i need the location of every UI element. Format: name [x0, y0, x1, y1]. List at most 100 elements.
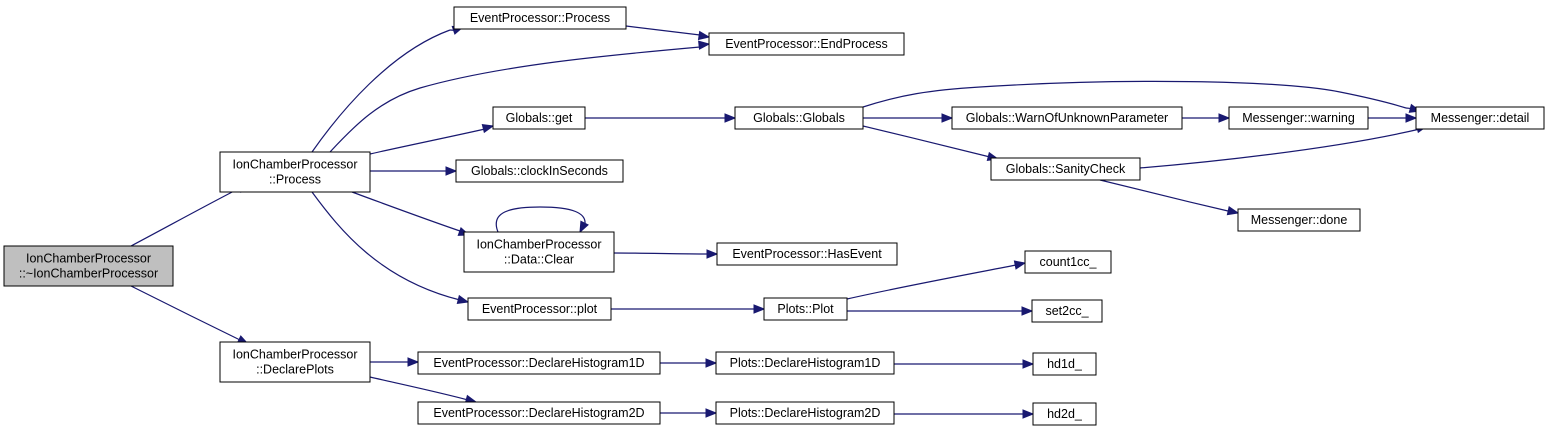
- arrowhead-icon: [941, 113, 954, 123]
- node-box[interactable]: [715, 351, 895, 375]
- node-label: EventProcessor::DeclareHistogram2D: [433, 406, 644, 420]
- edge-globals_get-to-globals_globals: [585, 113, 737, 123]
- edge-line: [130, 188, 239, 247]
- node-plots-dh2d[interactable]: Plots::DeclareHistogram2D: [715, 401, 895, 425]
- edge-process-to-ep_endprocess: [329, 40, 711, 153]
- node-box[interactable]: [455, 159, 624, 183]
- edge-ep_process-to-ep_endprocess: [625, 25, 711, 41]
- edge-ep_dh2d-to-plots_dh2d: [659, 408, 718, 418]
- edge-line: [1099, 179, 1229, 212]
- node-box[interactable]: [1237, 208, 1361, 232]
- node-label: Plots::Plot: [777, 302, 834, 316]
- node-box[interactable]: [1031, 299, 1103, 323]
- node-count1cc[interactable]: count1cc_: [1024, 250, 1112, 274]
- node-box[interactable]: [492, 106, 586, 130]
- node-globals-get[interactable]: Globals::get: [492, 106, 586, 130]
- arrowhead-icon: [1022, 409, 1035, 419]
- node-box[interactable]: [417, 401, 661, 425]
- node-box[interactable]: [453, 6, 627, 30]
- edge-line: [130, 285, 239, 340]
- node-globals-globals[interactable]: Globals::Globals: [734, 106, 864, 130]
- edge-line: [625, 25, 701, 36]
- node-hd1d[interactable]: hd1d_: [1032, 352, 1097, 376]
- node-globals-clock[interactable]: Globals::clockInSeconds: [455, 159, 624, 183]
- node-box[interactable]: [219, 151, 371, 193]
- node-label: IonChamberProcessor: [232, 158, 357, 172]
- node-hd2d[interactable]: hd2d_: [1032, 402, 1097, 426]
- node-box[interactable]: [708, 32, 905, 56]
- edge-plots_plot-to-count1cc: [846, 260, 1027, 300]
- node-label: set2cc_: [1045, 304, 1089, 318]
- edge-data_clear-to-ep_hasevent: [613, 249, 719, 259]
- node-data-clear[interactable]: IonChamberProcessor::Data::Clear: [463, 231, 615, 273]
- node-ep-hasevent[interactable]: EventProcessor::HasEvent: [716, 242, 898, 266]
- edge-messenger_warning-to-messenger_detail: [1368, 113, 1418, 123]
- edge-line: [862, 80, 1407, 109]
- node-ep-plot[interactable]: EventProcessor::plot: [467, 297, 612, 321]
- arrowhead-icon: [1021, 306, 1034, 316]
- node-messenger-detail[interactable]: Messenger::detail: [1415, 106, 1545, 130]
- node-label: EventProcessor::DeclareHistogram1D: [433, 356, 644, 370]
- node-box[interactable]: [1032, 352, 1097, 376]
- edge-globals_globals-to-globals_warn: [863, 113, 954, 123]
- node-box[interactable]: [716, 242, 898, 266]
- edge-declareplots-to-ep_dh1d: [369, 357, 420, 367]
- node-label: Messenger::done: [1251, 213, 1348, 227]
- arrowhead-icon: [753, 304, 766, 314]
- node-ep-endprocess[interactable]: EventProcessor::EndProcess: [708, 32, 905, 56]
- node-box[interactable]: [990, 157, 1141, 181]
- node-box[interactable]: [1228, 106, 1369, 130]
- arrowhead-icon: [1022, 359, 1035, 369]
- node-box[interactable]: [3, 245, 174, 287]
- node-box[interactable]: [715, 401, 895, 425]
- node-label: Plots::DeclareHistogram2D: [730, 406, 881, 420]
- node-label: EventProcessor::plot: [482, 302, 598, 316]
- edge-line-end: [483, 127, 486, 130]
- node-messenger-done[interactable]: Messenger::done: [1237, 208, 1361, 232]
- node-label: Globals::WarnOfUnknownParameter: [966, 111, 1168, 125]
- edge-plots_plot-to-set2cc: [847, 306, 1034, 316]
- node-plots-dh1d[interactable]: Plots::DeclareHistogram1D: [715, 351, 895, 375]
- node-ep-dh2d[interactable]: EventProcessor::DeclareHistogram2D: [417, 401, 661, 425]
- arrowhead-icon: [1405, 113, 1418, 123]
- edge-process-to-globals_get: [369, 123, 495, 155]
- node-root[interactable]: IonChamberProcessor::~IonChamberProcesso…: [3, 245, 174, 287]
- edge-line: [311, 29, 451, 153]
- node-declareplots[interactable]: IonChamberProcessor::DeclarePlots: [219, 341, 371, 383]
- node-label: Globals::clockInSeconds: [471, 164, 608, 178]
- edge-line: [495, 206, 586, 233]
- node-label: count1cc_: [1040, 255, 1098, 269]
- node-process[interactable]: IonChamberProcessor::Process: [219, 151, 371, 193]
- edges-layer: [130, 25, 1429, 419]
- node-box[interactable]: [219, 341, 371, 383]
- node-globals-warn[interactable]: Globals::WarnOfUnknownParameter: [951, 106, 1183, 130]
- node-ep-dh1d[interactable]: EventProcessor::DeclareHistogram1D: [417, 351, 661, 375]
- node-box[interactable]: [951, 106, 1183, 130]
- node-box[interactable]: [467, 297, 612, 321]
- node-box[interactable]: [417, 351, 661, 375]
- node-label: hd2d_: [1047, 407, 1083, 421]
- node-box[interactable]: [1024, 250, 1112, 274]
- edge-line-end: [466, 398, 469, 401]
- node-box[interactable]: [463, 231, 615, 273]
- node-box[interactable]: [1032, 402, 1097, 426]
- arrowhead-icon: [705, 358, 718, 368]
- node-plots-plot[interactable]: Plots::Plot: [763, 297, 848, 321]
- edge-line: [311, 191, 461, 301]
- node-set2cc[interactable]: set2cc_: [1031, 299, 1103, 323]
- edge-line: [351, 191, 461, 232]
- node-ep-process[interactable]: EventProcessor::Process: [453, 6, 627, 30]
- edge-globals_sanity-to-messenger_done: [1099, 179, 1240, 216]
- node-box[interactable]: [734, 106, 864, 130]
- edge-root-to-process: [130, 183, 250, 247]
- edge-process-to-data_clear: [351, 191, 471, 236]
- node-box[interactable]: [763, 297, 848, 321]
- edge-globals_globals-to-globals_sanity: [862, 125, 1000, 162]
- node-label: Globals::get: [506, 111, 573, 125]
- edge-root-to-declareplots: [130, 285, 250, 345]
- node-label: Messenger::detail: [1431, 111, 1530, 125]
- node-globals-sanity[interactable]: Globals::SanityCheck: [990, 157, 1141, 181]
- node-box[interactable]: [1415, 106, 1545, 130]
- node-messenger-warning[interactable]: Messenger::warning: [1228, 106, 1369, 130]
